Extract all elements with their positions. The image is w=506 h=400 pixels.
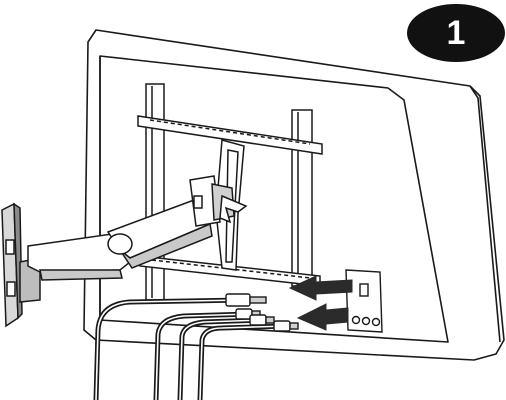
connector-plug-1 <box>225 293 251 307</box>
connector-plug-4 <box>273 320 291 332</box>
arrow-upper-icon <box>288 275 353 301</box>
bar-top <box>137 115 323 155</box>
arrow-lower-icon <box>296 303 349 331</box>
wall-plate <box>1 202 23 328</box>
av-port-panel <box>345 269 383 333</box>
rail-right <box>291 109 313 287</box>
cable-connectors <box>225 293 299 332</box>
tilt-head <box>189 175 248 227</box>
insert-arrows <box>288 275 353 331</box>
tv-side-edge <box>469 85 501 343</box>
articulating-arm <box>19 199 213 303</box>
step-badge: 1 <box>407 4 505 62</box>
connector-plug-3 <box>249 314 267 326</box>
step-number: 1 <box>446 14 466 52</box>
adjustment-knob-icon <box>219 194 248 224</box>
cable-highlights <box>95 299 287 400</box>
